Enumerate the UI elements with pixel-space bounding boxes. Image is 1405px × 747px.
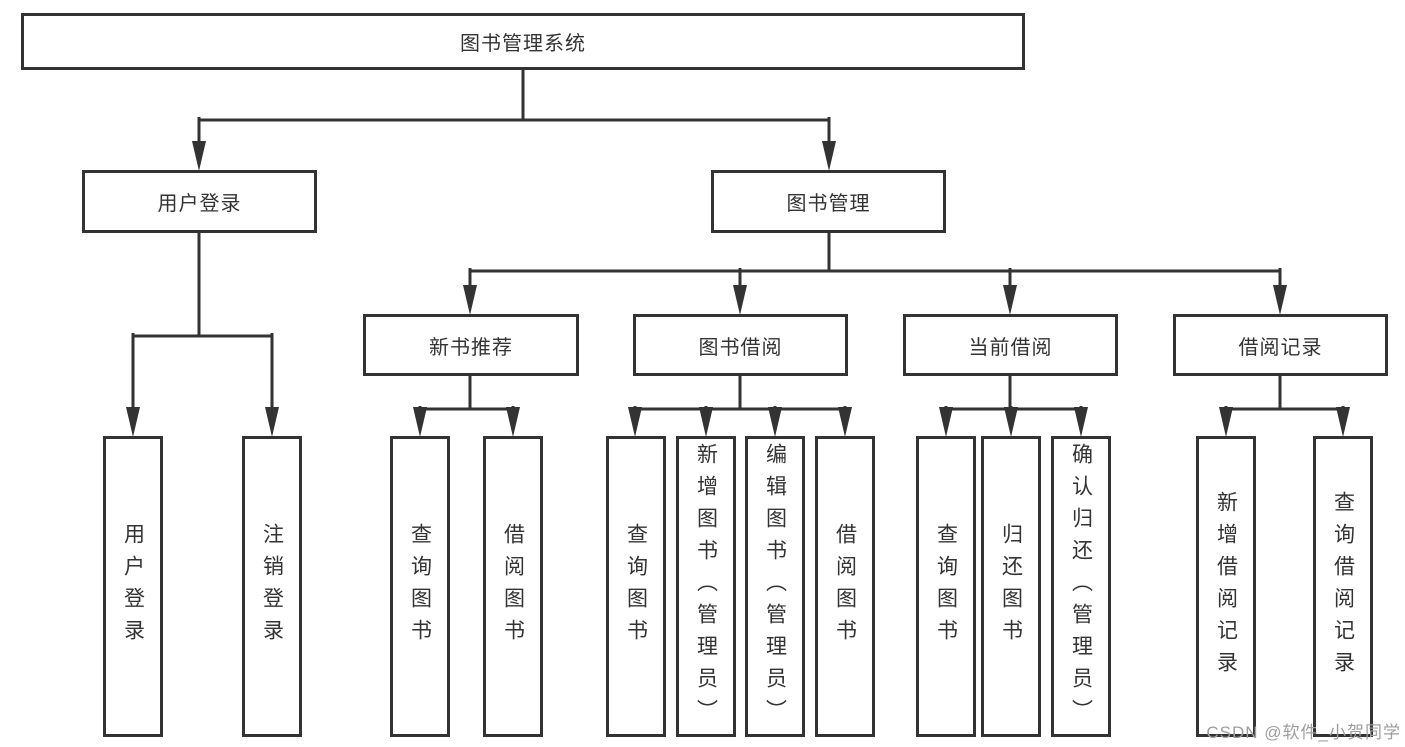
node-user-login-leaf: 用户登录 [103,436,163,737]
node-user-login-group: 用户登录 [82,170,317,233]
node-edit-books-admin: 编辑图书（管理员） [745,436,805,737]
node-confirm-return-admin: 确认归还（管理员） [1051,436,1111,737]
node-return-books: 归还图书 [981,436,1041,737]
node-new-book-recommend: 新书推荐 [363,314,579,376]
node-book-borrowing: 图书借阅 [633,314,848,376]
node-query-books-current: 查询图书 [916,436,976,737]
watermark: CSDN @软件_小贺同学 [1206,723,1401,742]
node-add-books-admin: 新增图书（管理员） [676,436,736,737]
node-add-borrow-record: 新增借阅记录 [1196,436,1256,737]
node-book-management: 图书管理 [711,170,946,233]
node-library-management-system: 图书管理系统 [21,13,1025,70]
node-borrow-books-recommend: 借阅图书 [483,436,543,737]
node-borrow-books-borrowing: 借阅图书 [815,436,875,737]
node-logout: 注销登录 [242,436,302,737]
node-query-borrow-record: 查询借阅记录 [1313,436,1373,737]
node-query-books-borrowing: 查询图书 [606,436,666,737]
node-query-books-recommend: 查询图书 [390,436,450,737]
node-borrowing-records: 借阅记录 [1173,314,1388,376]
node-current-borrowing: 当前借阅 [903,314,1118,376]
